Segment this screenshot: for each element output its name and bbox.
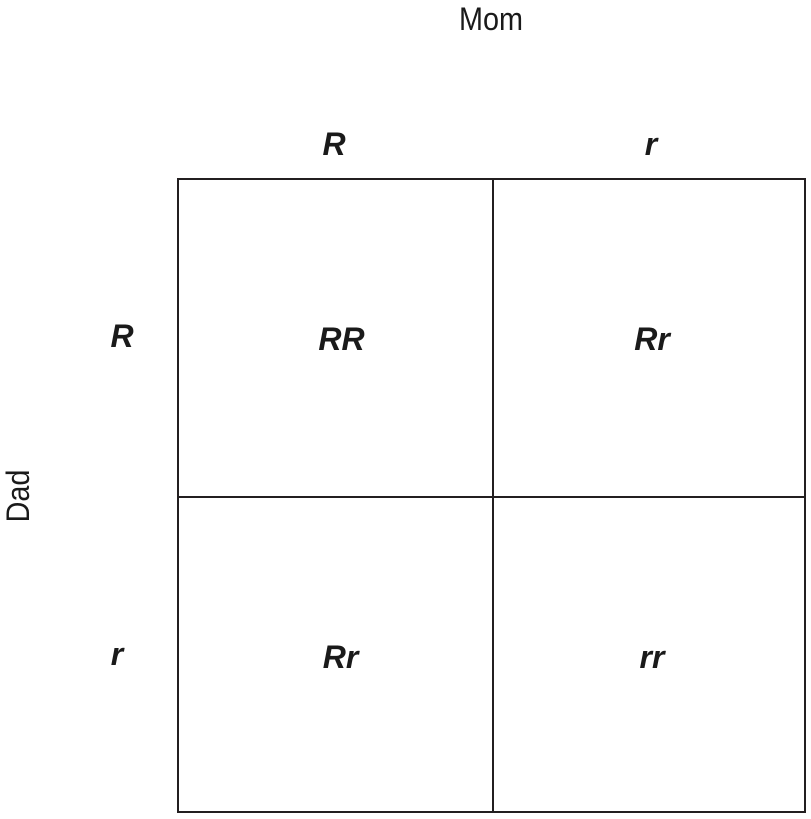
horizontal-divider xyxy=(179,496,804,498)
cell-top-right: Rr xyxy=(494,180,804,496)
dad-axis-label: Dad xyxy=(0,469,36,523)
cell-top-left: RR xyxy=(179,180,492,496)
mom-allele-2: r xyxy=(644,126,658,162)
cell-bottom-left: Rr xyxy=(179,498,492,811)
dad-allele-2: r xyxy=(110,636,124,672)
punnett-grid: RR Rr Rr rr xyxy=(177,178,806,813)
genotype-label: Rr xyxy=(634,321,670,357)
genotype-label: Rr xyxy=(322,638,359,675)
mom-allele-1: R xyxy=(322,126,346,162)
cell-bottom-right: rr xyxy=(494,498,804,811)
genotype-label: RR xyxy=(318,321,365,357)
mom-axis-label: Mom xyxy=(459,1,523,37)
vertical-divider xyxy=(492,180,494,811)
dad-allele-1: R xyxy=(110,318,134,354)
genotype-label: rr xyxy=(639,638,665,675)
